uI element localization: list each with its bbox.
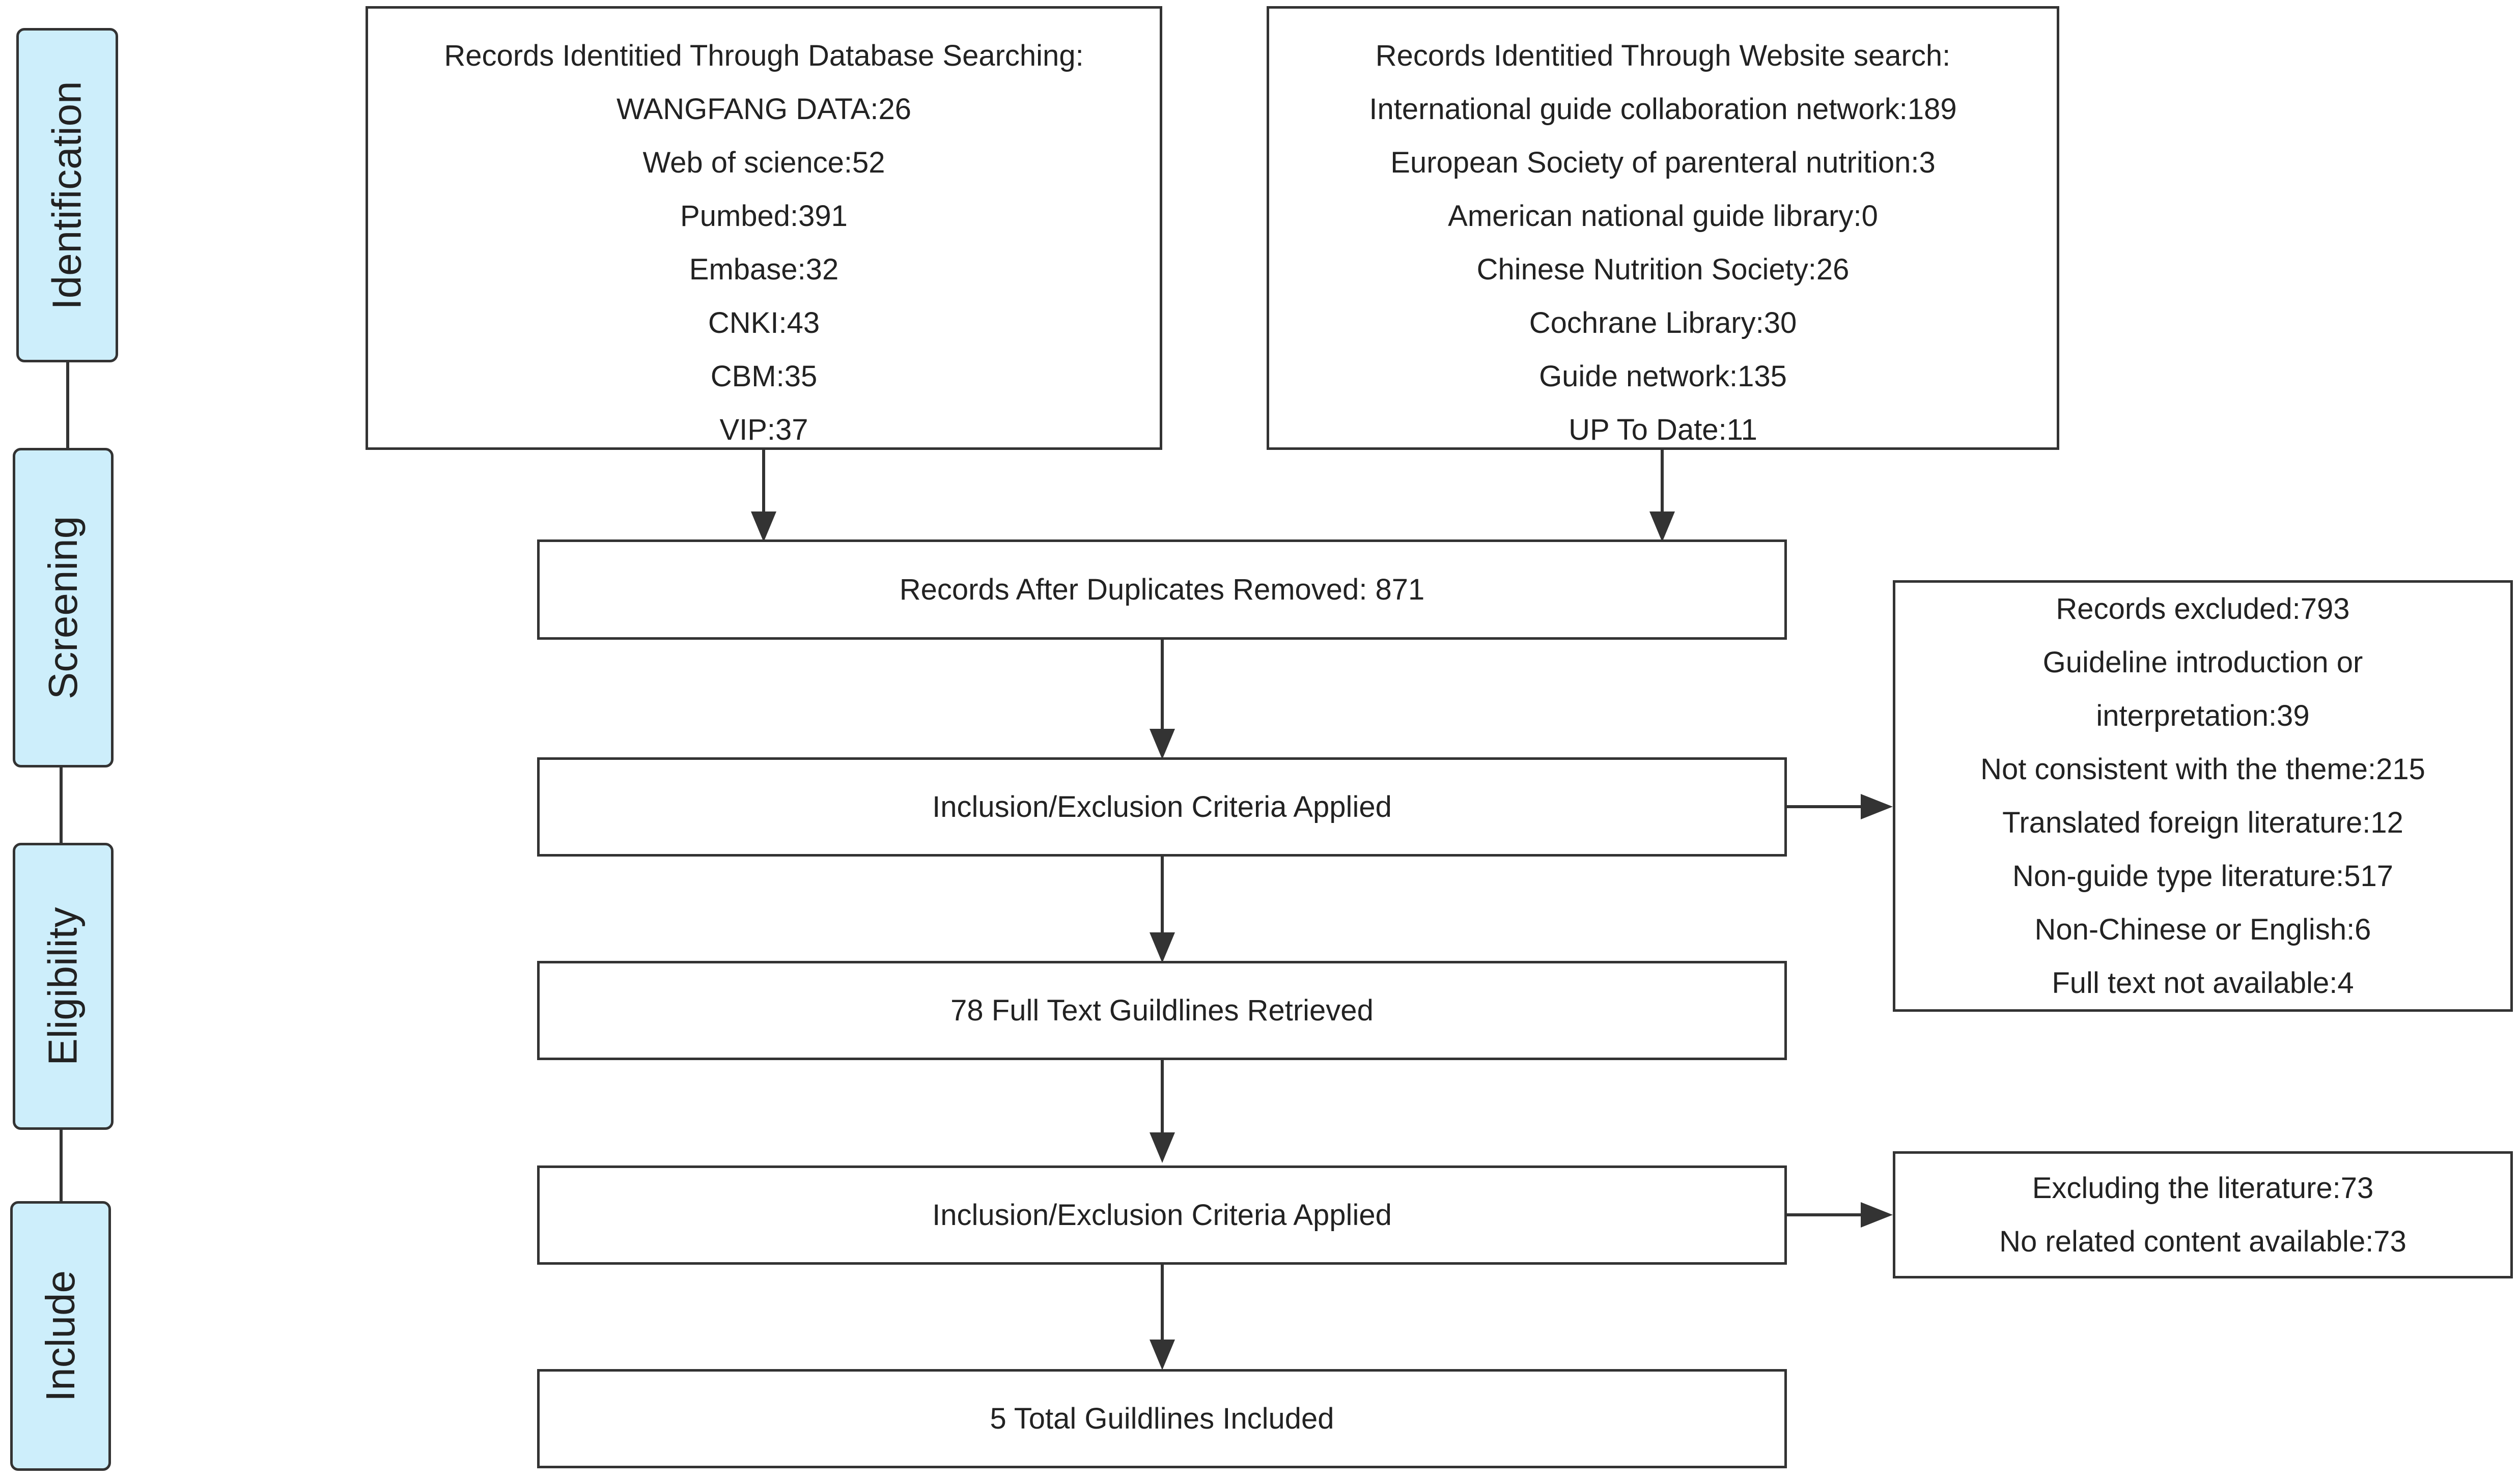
database-search-box: Records Identitied Through Database Sear…: [366, 6, 1162, 450]
stage-label: Include: [38, 1270, 83, 1402]
arrowhead-exclude-1: [1861, 794, 1893, 819]
database-item: Embase:32: [689, 253, 839, 286]
criteria-box-2: Inclusion/Exclusion Criteria Applied: [537, 1165, 1787, 1265]
excluded-line: Guideline introduction or: [2042, 646, 2363, 679]
stage-label: Eligibility: [40, 907, 86, 1066]
excluded-line: interpretation:39: [2096, 699, 2310, 732]
criteria-box-1: Inclusion/Exclusion Criteria Applied: [537, 757, 1787, 857]
website-item: Guide network:135: [1539, 360, 1787, 393]
website-item: Cochrane Library:30: [1529, 306, 1797, 339]
excluded-line: Excluding the literature:73: [2032, 1172, 2374, 1205]
duplicates-removed-label: Records After Duplicates Removed: 871: [899, 573, 1425, 606]
stage-label: Identification: [44, 80, 90, 310]
excluded-literature-box: Excluding the literature:73 No related c…: [1893, 1151, 2513, 1278]
arrowhead-database: [751, 511, 776, 542]
database-item: CNKI:43: [708, 306, 820, 339]
criteria-label-2: Inclusion/Exclusion Criteria Applied: [932, 1199, 1392, 1232]
criteria-label-1: Inclusion/Exclusion Criteria Applied: [932, 790, 1392, 823]
website-item: European Society of parenteral nutrition…: [1390, 146, 1936, 179]
database-item: CBM:35: [710, 360, 818, 393]
database-item: Web of science:52: [642, 146, 885, 179]
arrowhead-4: [1150, 1340, 1175, 1370]
website-box-title: Records Identitied Through Website searc…: [1375, 39, 1951, 72]
excluded-line: Non-Chinese or English:6: [2034, 913, 2371, 946]
arrowhead-1: [1150, 729, 1175, 759]
arrowhead-exclude-2: [1861, 1202, 1893, 1228]
website-item: International guide collaboration networ…: [1369, 93, 1957, 126]
excluded-line: Translated foreign literature:12: [2002, 806, 2403, 839]
stage-label: Screening: [40, 516, 86, 700]
arrowhead-3: [1150, 1132, 1175, 1163]
included-label: 5 Total Guildlines Included: [990, 1402, 1334, 1435]
duplicates-removed-box: Records After Duplicates Removed: 871: [537, 539, 1787, 640]
arrowhead-website: [1649, 511, 1675, 542]
website-item: Chinese Nutrition Society:26: [1476, 253, 1850, 286]
excluded-line: Non-guide type literature:517: [2012, 860, 2394, 893]
website-item: UP To Date:11: [1569, 413, 1757, 446]
stage-screening: Screening: [13, 448, 114, 767]
stage-include: Include: [10, 1201, 111, 1471]
excluded-line: Not consistent with the theme:215: [1980, 753, 2425, 786]
full-text-box: 78 Full Text Guildlines Retrieved: [537, 961, 1787, 1060]
database-item: VIP:37: [719, 413, 808, 446]
excluded-line: Full text not available:4: [2052, 966, 2354, 1000]
website-search-box: Records Identitied Through Website searc…: [1267, 6, 2059, 450]
database-item: WANGFANG DATA:26: [616, 93, 911, 126]
database-box-title: Records Identitied Through Database Sear…: [444, 39, 1084, 72]
full-text-label: 78 Full Text Guildlines Retrieved: [950, 994, 1374, 1027]
included-box: 5 Total Guildlines Included: [537, 1369, 1787, 1468]
stage-identification: Identification: [16, 28, 118, 362]
excluded-records-box: Records excluded:793 Guideline introduct…: [1893, 580, 2513, 1012]
database-item: Pumbed:391: [680, 200, 848, 233]
excluded-line: No related content available:73: [1999, 1225, 2406, 1258]
arrowhead-2: [1150, 932, 1175, 963]
stage-eligibility: Eligibility: [13, 843, 114, 1130]
excluded-line: Records excluded:793: [2056, 592, 2350, 625]
website-item: American national guide library:0: [1448, 200, 1878, 233]
